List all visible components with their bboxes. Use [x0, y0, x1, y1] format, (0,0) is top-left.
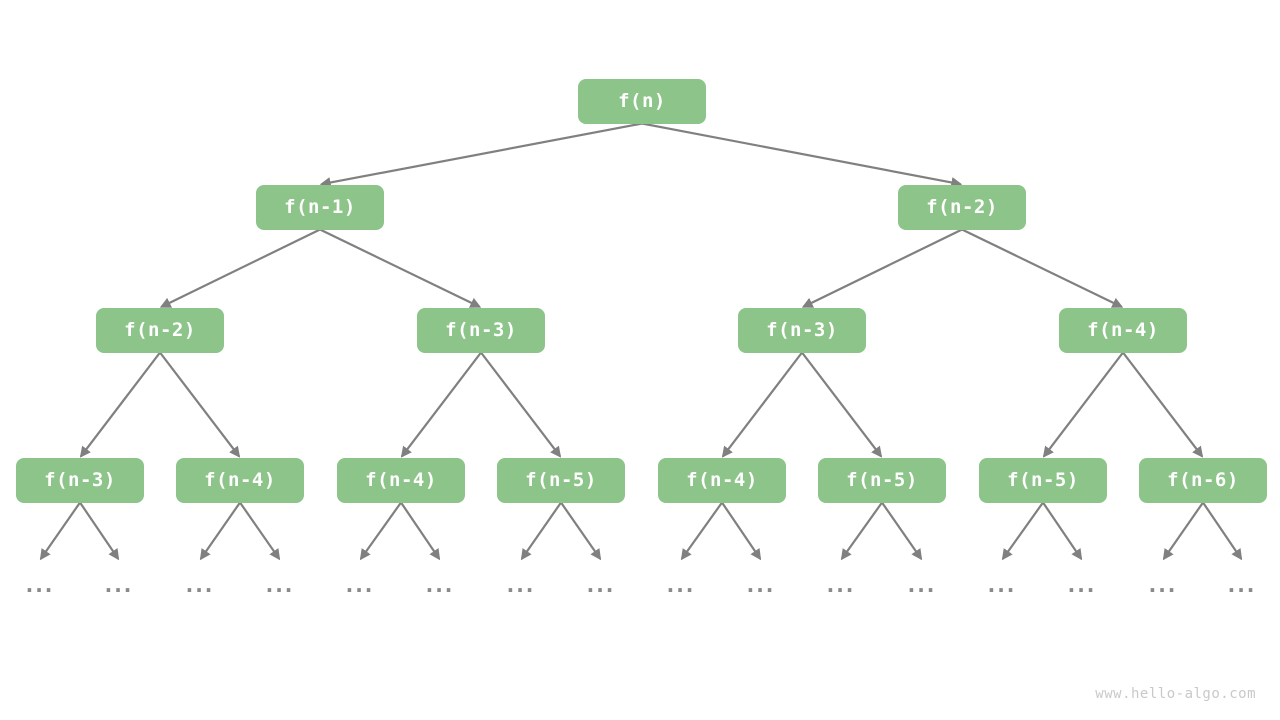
leaf-edge-14 — [1162, 501, 1204, 561]
leaf-edge-7 — [560, 501, 602, 561]
edge-n4-to-n10 — [480, 351, 562, 458]
ellipsis-4: ... — [345, 573, 375, 597]
leaf-edge-6 — [520, 501, 562, 561]
ellipsis-3: ... — [265, 573, 295, 597]
tree-node-n9: f(n-4) — [337, 457, 465, 503]
watermark: www.hello-algo.com — [1095, 686, 1256, 702]
tree-node-n10: f(n-5) — [497, 457, 625, 503]
ellipsis-7: ... — [586, 573, 616, 597]
tree-node-n4: f(n-3) — [417, 307, 545, 353]
leaf-edge-8 — [680, 501, 723, 561]
leaf-edges — [39, 501, 1243, 561]
ellipsis-12: ... — [987, 573, 1017, 597]
leaf-edge-13 — [1042, 501, 1083, 561]
leaf-edge-2 — [199, 501, 241, 561]
ellipsis-13: ... — [1067, 573, 1097, 597]
leaf-edge-10 — [840, 501, 883, 561]
edge-n5-to-n11 — [721, 351, 803, 458]
tree-node-n11: f(n-4) — [658, 457, 786, 503]
edge-n4-to-n9 — [400, 351, 482, 458]
leaf-edge-1 — [79, 501, 120, 561]
tree-node-n13: f(n-5) — [979, 457, 1107, 503]
ellipsis-1: ... — [104, 573, 134, 597]
edge-n1-to-n3 — [159, 228, 321, 308]
leaf-edge-4 — [359, 501, 402, 561]
tree-node-n8: f(n-4) — [176, 457, 304, 503]
tree-node-n5: f(n-3) — [738, 307, 866, 353]
leaf-edge-3 — [239, 501, 281, 561]
ellipsis-14: ... — [1148, 573, 1178, 597]
leaf-edge-0 — [39, 501, 81, 561]
tree-node-n1: f(n-1) — [256, 184, 384, 230]
tree-node-n6: f(n-4) — [1059, 307, 1187, 353]
ellipsis-11: ... — [907, 573, 937, 597]
edge-n1-to-n4 — [319, 228, 482, 308]
tree-node-n3: f(n-2) — [96, 307, 224, 353]
edge-n3-to-n7 — [79, 351, 161, 458]
ellipsis-10: ... — [826, 573, 856, 597]
leaf-edge-9 — [721, 501, 762, 561]
tree-node-n12: f(n-5) — [818, 457, 946, 503]
leaf-edge-5 — [400, 501, 441, 561]
tree-edges — [79, 122, 1204, 458]
tree-node-n14: f(n-6) — [1139, 457, 1267, 503]
ellipsis-8: ... — [666, 573, 696, 597]
edge-n6-to-n13 — [1042, 351, 1124, 458]
tree-node-n2: f(n-2) — [898, 184, 1026, 230]
tree-node-n0: f(n) — [578, 78, 706, 124]
leaf-edge-15 — [1202, 501, 1243, 561]
ellipsis-5: ... — [425, 573, 455, 597]
ellipsis-15: ... — [1227, 573, 1257, 597]
leaf-edge-11 — [881, 501, 923, 561]
edge-n0-to-n1 — [319, 122, 643, 188]
ellipsis-2: ... — [185, 573, 215, 597]
edge-n5-to-n12 — [801, 351, 883, 458]
leaf-edge-12 — [1001, 501, 1044, 561]
ellipsis-0: ... — [25, 573, 55, 597]
edge-n2-to-n5 — [801, 228, 963, 308]
tree-node-n7: f(n-3) — [16, 457, 144, 503]
edge-n2-to-n6 — [961, 228, 1124, 308]
edge-n3-to-n8 — [159, 351, 241, 458]
edge-n0-to-n2 — [641, 122, 963, 188]
ellipsis-9: ... — [746, 573, 776, 597]
edge-n6-to-n14 — [1122, 351, 1204, 458]
ellipsis-6: ... — [506, 573, 536, 597]
